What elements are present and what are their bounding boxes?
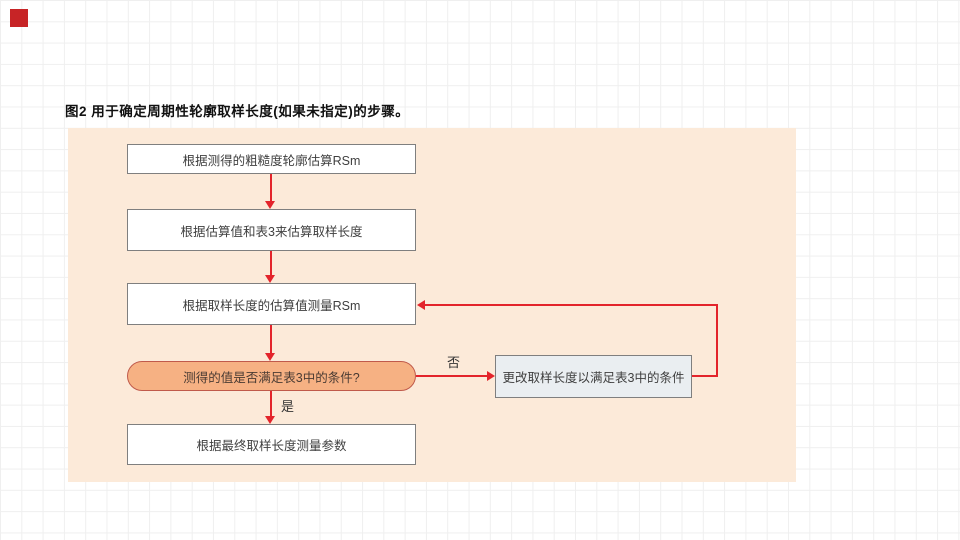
arrowhead-step3 [265, 275, 275, 283]
arrow-line-decision-sidebox [416, 375, 487, 377]
arrowhead-step5 [265, 416, 275, 424]
flowchart-step-estimate-rsm: 根据测得的粗糙度轮廓估算RSm [127, 144, 416, 174]
figure-caption: 图2 用于确定周期性轮廓取样长度(如果未指定)的步骤。 [65, 104, 410, 119]
arrowhead-step2 [265, 201, 275, 209]
flowchart-decision-condition-check: 测得的值是否满足表3中的条件? [127, 361, 416, 391]
flowchart-step-measure-parameters: 根据最终取样长度测量参数 [127, 424, 416, 465]
arrow-line-step3-decision [270, 325, 272, 353]
feedback-line-up [716, 304, 718, 377]
arrowhead-feedback-step3 [417, 299, 425, 310]
arrow-line-step2-step3 [270, 251, 272, 276]
arrowhead-decision [265, 353, 275, 361]
red-square-indicator [10, 9, 28, 27]
flowchart-step-measure-rsm: 根据取样长度的估算值测量RSm [127, 283, 416, 325]
feedback-line-back [425, 304, 718, 306]
arrowhead-sidebox [487, 370, 495, 381]
feedback-line-out [692, 375, 718, 377]
flowchart-step-change-sampling-length: 更改取样长度以满足表3中的条件 [495, 355, 692, 398]
branch-label-yes: 是 [281, 399, 295, 414]
arrow-line-step1-step2 [270, 174, 272, 202]
branch-label-no: 否 [447, 355, 461, 370]
arrow-line-decision-step5 [270, 391, 272, 416]
flowchart-step-estimate-sampling-length: 根据估算值和表3来估算取样长度 [127, 209, 416, 251]
